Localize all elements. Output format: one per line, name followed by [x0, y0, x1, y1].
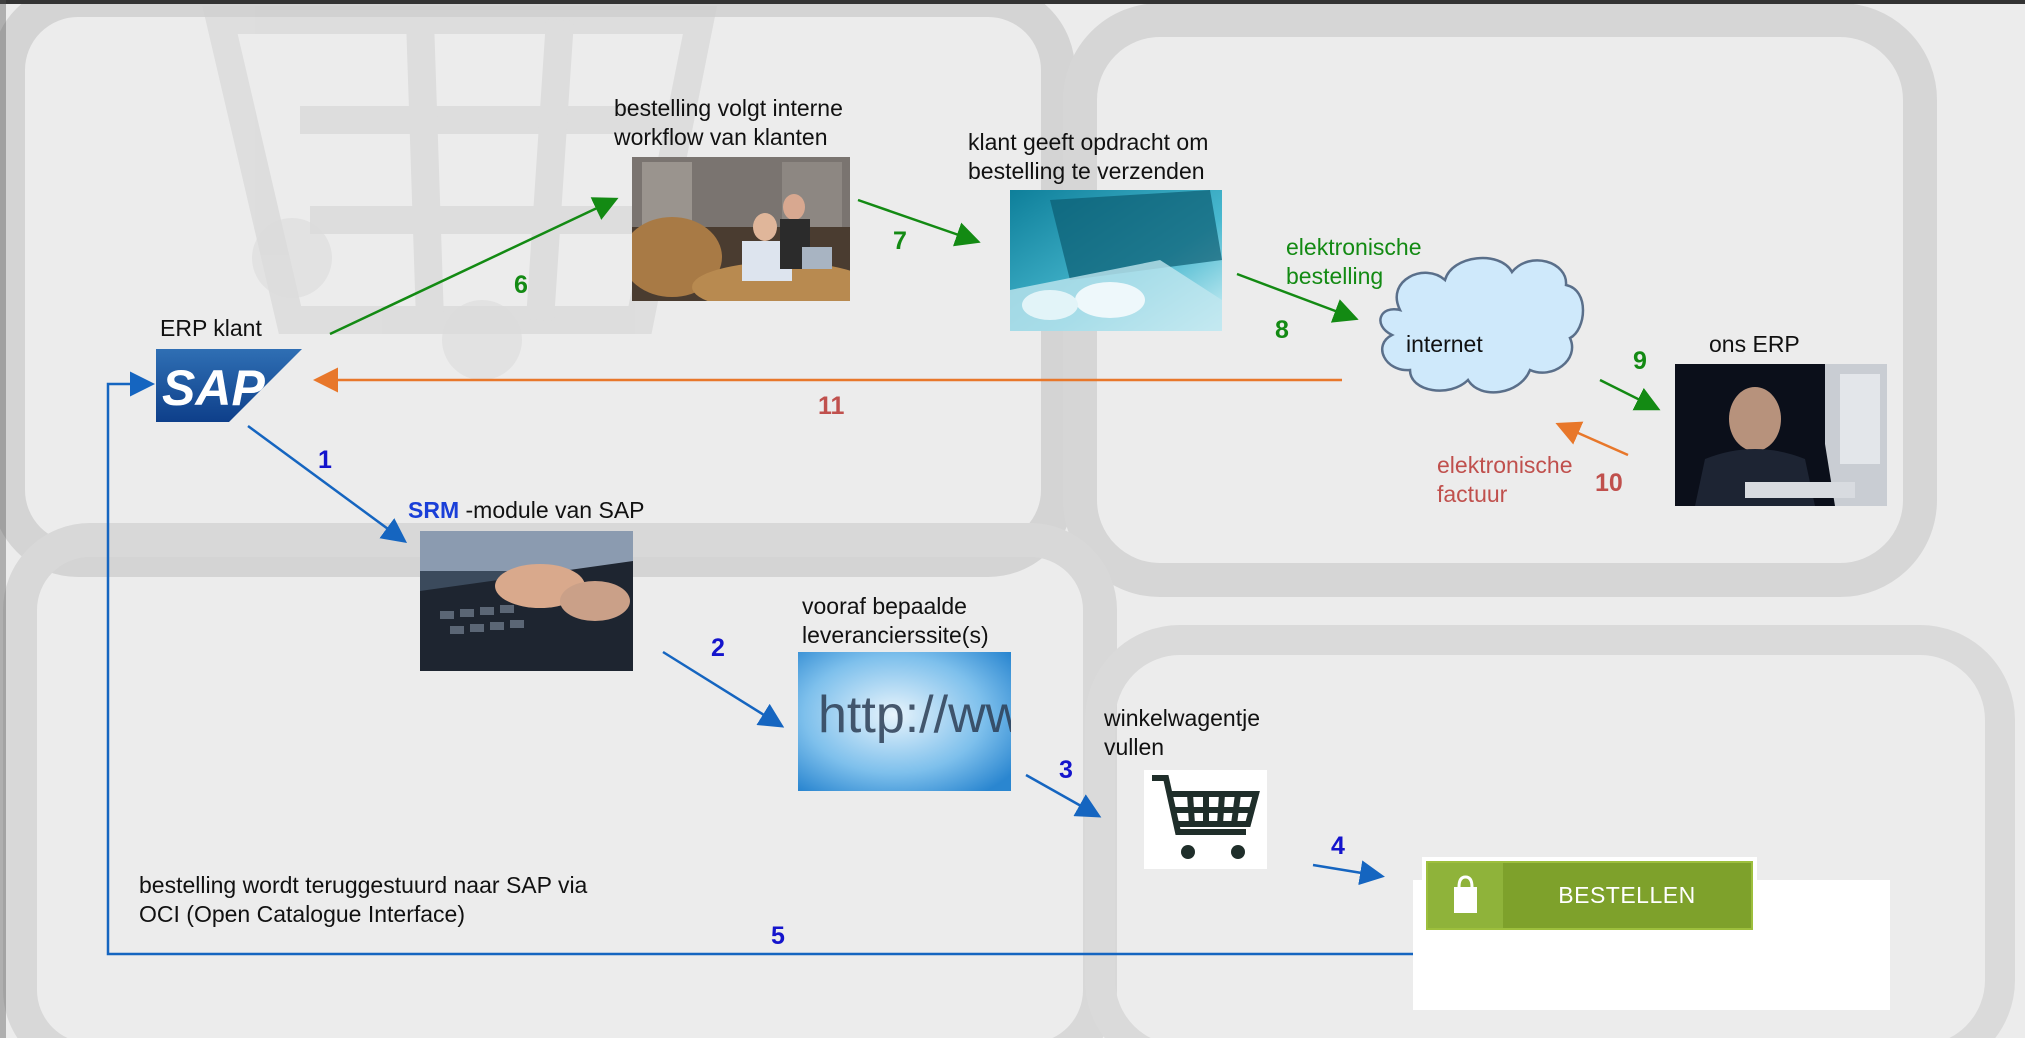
step-6: 6	[514, 271, 528, 299]
svg-text:http://www: http://www	[818, 686, 1011, 744]
bestellen-label: BESTELLEN	[1558, 882, 1696, 908]
arrow-3	[1025, 773, 1102, 818]
step-4: 4	[1331, 832, 1345, 860]
ons-erp-label: ons ERP	[1709, 331, 1800, 357]
srm-rest: -module van SAP	[459, 497, 645, 523]
arrow-10	[1555, 421, 1629, 457]
arrow-1	[247, 424, 408, 543]
business-meeting-photo	[632, 157, 850, 301]
step-11: 11	[818, 392, 845, 420]
step-2: 2	[711, 634, 725, 662]
step-10: 10	[1595, 469, 1623, 497]
srm-module-label: SRM -module van SAP	[408, 496, 645, 525]
man-at-computer-photo	[1675, 364, 1887, 506]
workflow-label: bestelling volgt interne workflow van kl…	[614, 95, 843, 150]
step-3: 3	[1059, 756, 1073, 784]
shopping-bag-icon	[1428, 863, 1503, 928]
http-address-photo: http://www	[798, 652, 1011, 791]
svg-text:SAP: SAP	[162, 360, 265, 416]
arrow-2	[662, 650, 785, 728]
bestellen-button[interactable]: BESTELLEN	[1422, 857, 1757, 934]
step-5: 5	[771, 922, 785, 950]
elektronische-bestelling-label: elektronische bestelling	[1286, 234, 1422, 289]
cart-box	[1144, 770, 1267, 869]
internet-label: internet	[1406, 331, 1483, 357]
srm-bold: SRM	[408, 497, 460, 523]
shopping-cart-icon	[1152, 775, 1260, 859]
step-9: 9	[1633, 347, 1647, 375]
elektronische-factuur-label: elektronische factuur	[1437, 452, 1573, 507]
step-1: 1	[318, 446, 332, 474]
arrow-8	[1236, 272, 1359, 323]
arrow-7	[857, 198, 981, 247]
arrow-4	[1312, 860, 1385, 886]
step-7: 7	[893, 227, 907, 255]
leveranciers-label: vooraf bepaalde leverancierssite(s)	[802, 593, 989, 648]
arrow-6	[329, 197, 619, 336]
keyboard-hands-photo	[420, 531, 633, 671]
arrow-9	[1599, 378, 1661, 411]
oci-label: bestelling wordt teruggestuurd naar SAP …	[139, 872, 588, 927]
winkelwagen-label: winkelwagentje vullen	[1104, 705, 1260, 760]
step-8: 8	[1275, 316, 1289, 344]
klant-opdracht-label: klant geeft opdracht om bestelling te ve…	[968, 129, 1209, 184]
laptop-typing-photo	[1010, 190, 1222, 331]
sap-logo-icon: SAP	[156, 349, 302, 422]
erp-klant-label: ERP klant	[160, 315, 262, 341]
